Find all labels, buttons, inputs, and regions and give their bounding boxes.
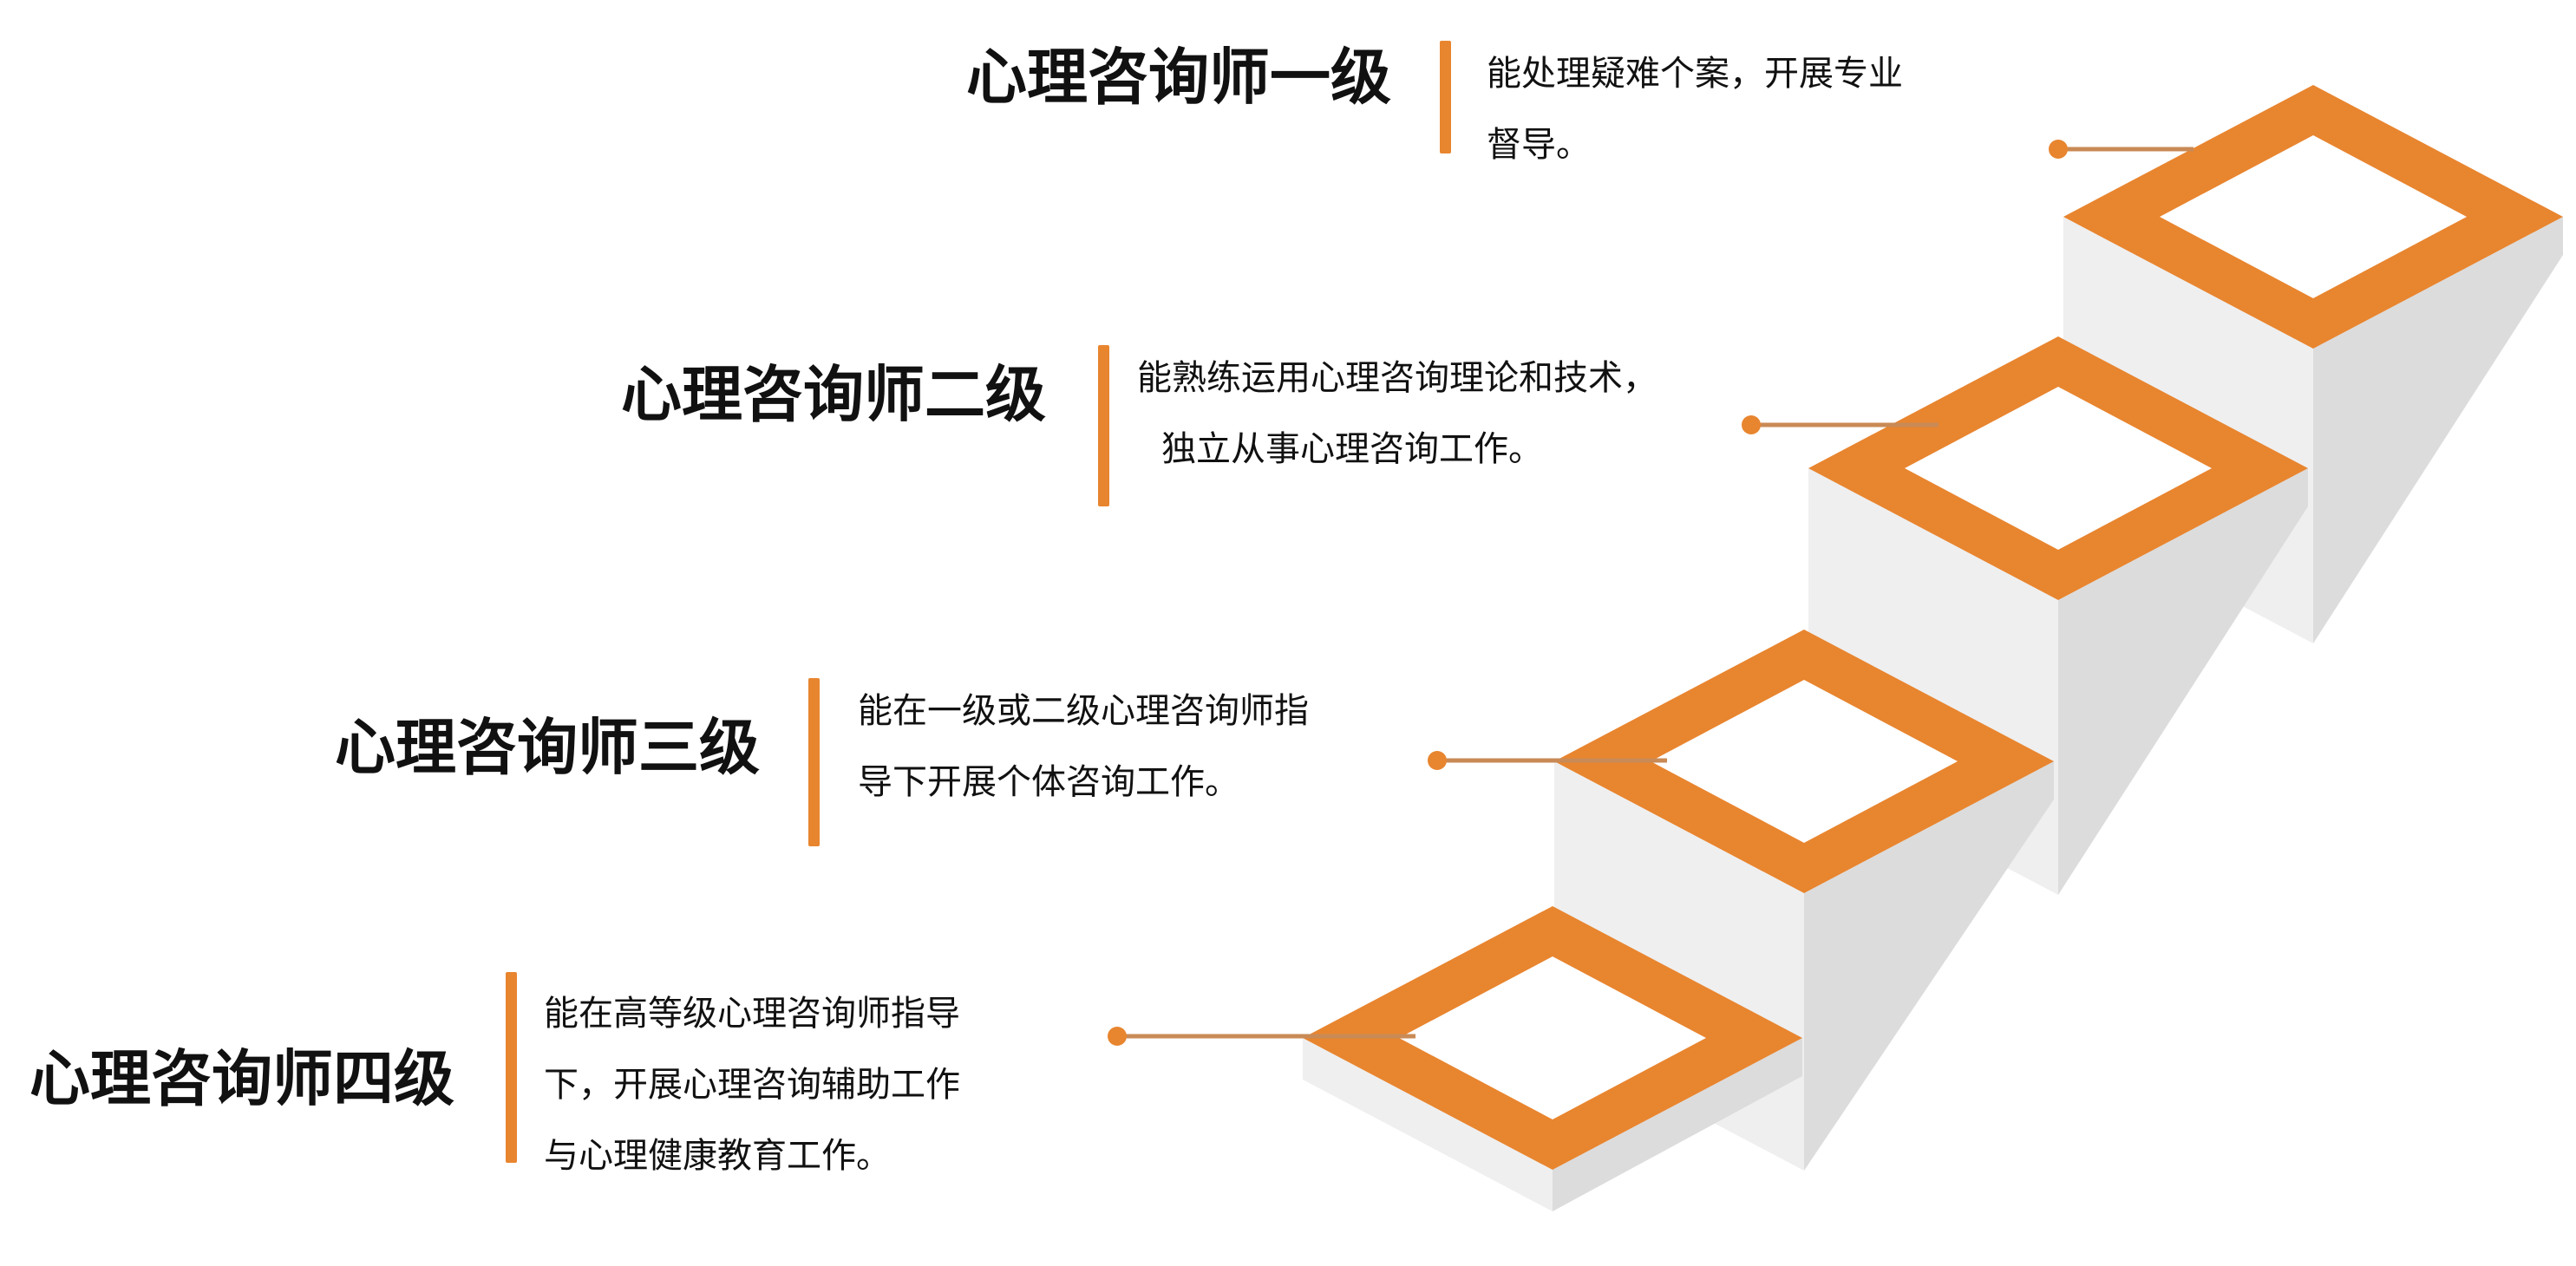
level-2-description: 能熟练运用心理咨询理论和技术， 独立从事心理咨询工作。 bbox=[1137, 343, 1657, 485]
step-3-connector-dot bbox=[1428, 751, 1447, 770]
step-4-diamond-hole bbox=[1399, 956, 1706, 1119]
level-1-accent-bar bbox=[1440, 41, 1451, 153]
level-4-desc-line: 能在高等级心理咨询师指导 bbox=[544, 994, 960, 1034]
step-4-connector-dot bbox=[1108, 1027, 1127, 1046]
step-4-left-face bbox=[1303, 1038, 1553, 1211]
level-1-desc-line: 督导。 bbox=[1487, 125, 1591, 165]
level-2-title: 心理咨询师二级 bbox=[621, 359, 1046, 430]
level-1-desc-line: 能处理疑难个案，开展专业 bbox=[1487, 54, 1903, 94]
level-3-desc-line: 能在一级或二级心理咨询师指 bbox=[858, 691, 1309, 731]
level-2-desc-line: 独立从事心理咨询工作。 bbox=[1161, 429, 1543, 469]
step-1-connector-dot bbox=[2049, 140, 2068, 159]
level-1-description: 能处理疑难个案，开展专业 督导。 bbox=[1487, 38, 1903, 180]
step-4-right-face bbox=[1553, 1038, 1802, 1211]
step-2-connector-dot bbox=[1742, 415, 1761, 434]
step-2-diamond-hole bbox=[1905, 387, 2212, 550]
level-4-accent-bar bbox=[506, 972, 517, 1163]
level-3-title: 心理咨询师三级 bbox=[335, 712, 760, 783]
level-3-accent-bar bbox=[808, 678, 820, 846]
level-4-title: 心理咨询师四级 bbox=[29, 1043, 454, 1114]
level-4-desc-line: 下，开展心理咨询辅助工作 bbox=[544, 1065, 960, 1105]
level-2-accent-bar bbox=[1098, 345, 1109, 506]
level-4-desc-line: 与心理健康教育工作。 bbox=[544, 1136, 891, 1176]
step-3-diamond-hole bbox=[1651, 680, 1958, 843]
level-3-description: 能在一级或二级心理咨询师指 导下开展个体咨询工作。 bbox=[858, 675, 1309, 818]
step-2-right-face bbox=[2058, 468, 2308, 895]
step-1-right-face bbox=[2313, 217, 2563, 643]
level-3-desc-line: 导下开展个体咨询工作。 bbox=[858, 762, 1239, 802]
level-4-description: 能在高等级心理咨询师指导 下，开展心理咨询辅助工作 与心理健康教育工作。 bbox=[544, 978, 960, 1191]
step-3-right-face bbox=[1804, 761, 2054, 1171]
level-2-desc-line: 能熟练运用心理咨询理论和技术， bbox=[1137, 358, 1657, 398]
step-1-diamond-hole bbox=[2160, 135, 2467, 298]
level-1-title: 心理咨询师一级 bbox=[966, 42, 1391, 113]
